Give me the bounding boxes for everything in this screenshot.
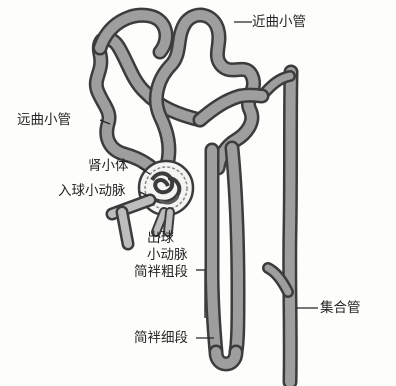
label-efferent-arteriole-line2: 小动脉	[147, 247, 188, 263]
afferent-arteriole	[112, 200, 150, 244]
label-distal-tubule: 远曲小管	[17, 112, 71, 128]
label-afferent-arteriole: 入球小动脉	[58, 183, 126, 199]
loop-of-henle	[205, 148, 238, 364]
efferent-arteriole	[156, 212, 170, 232]
collecting-duct	[262, 72, 291, 382]
label-renal-corpuscle: 肾小体	[88, 158, 129, 174]
label-thin-segment: 简袢细段	[134, 330, 188, 346]
label-collecting-duct: 集合管	[320, 300, 361, 316]
label-proximal-tubule: 近曲小管	[252, 14, 306, 30]
label-efferent-arteriole-line1: 出球	[147, 230, 174, 246]
label-thick-segment: 简袢粗段	[134, 264, 188, 280]
